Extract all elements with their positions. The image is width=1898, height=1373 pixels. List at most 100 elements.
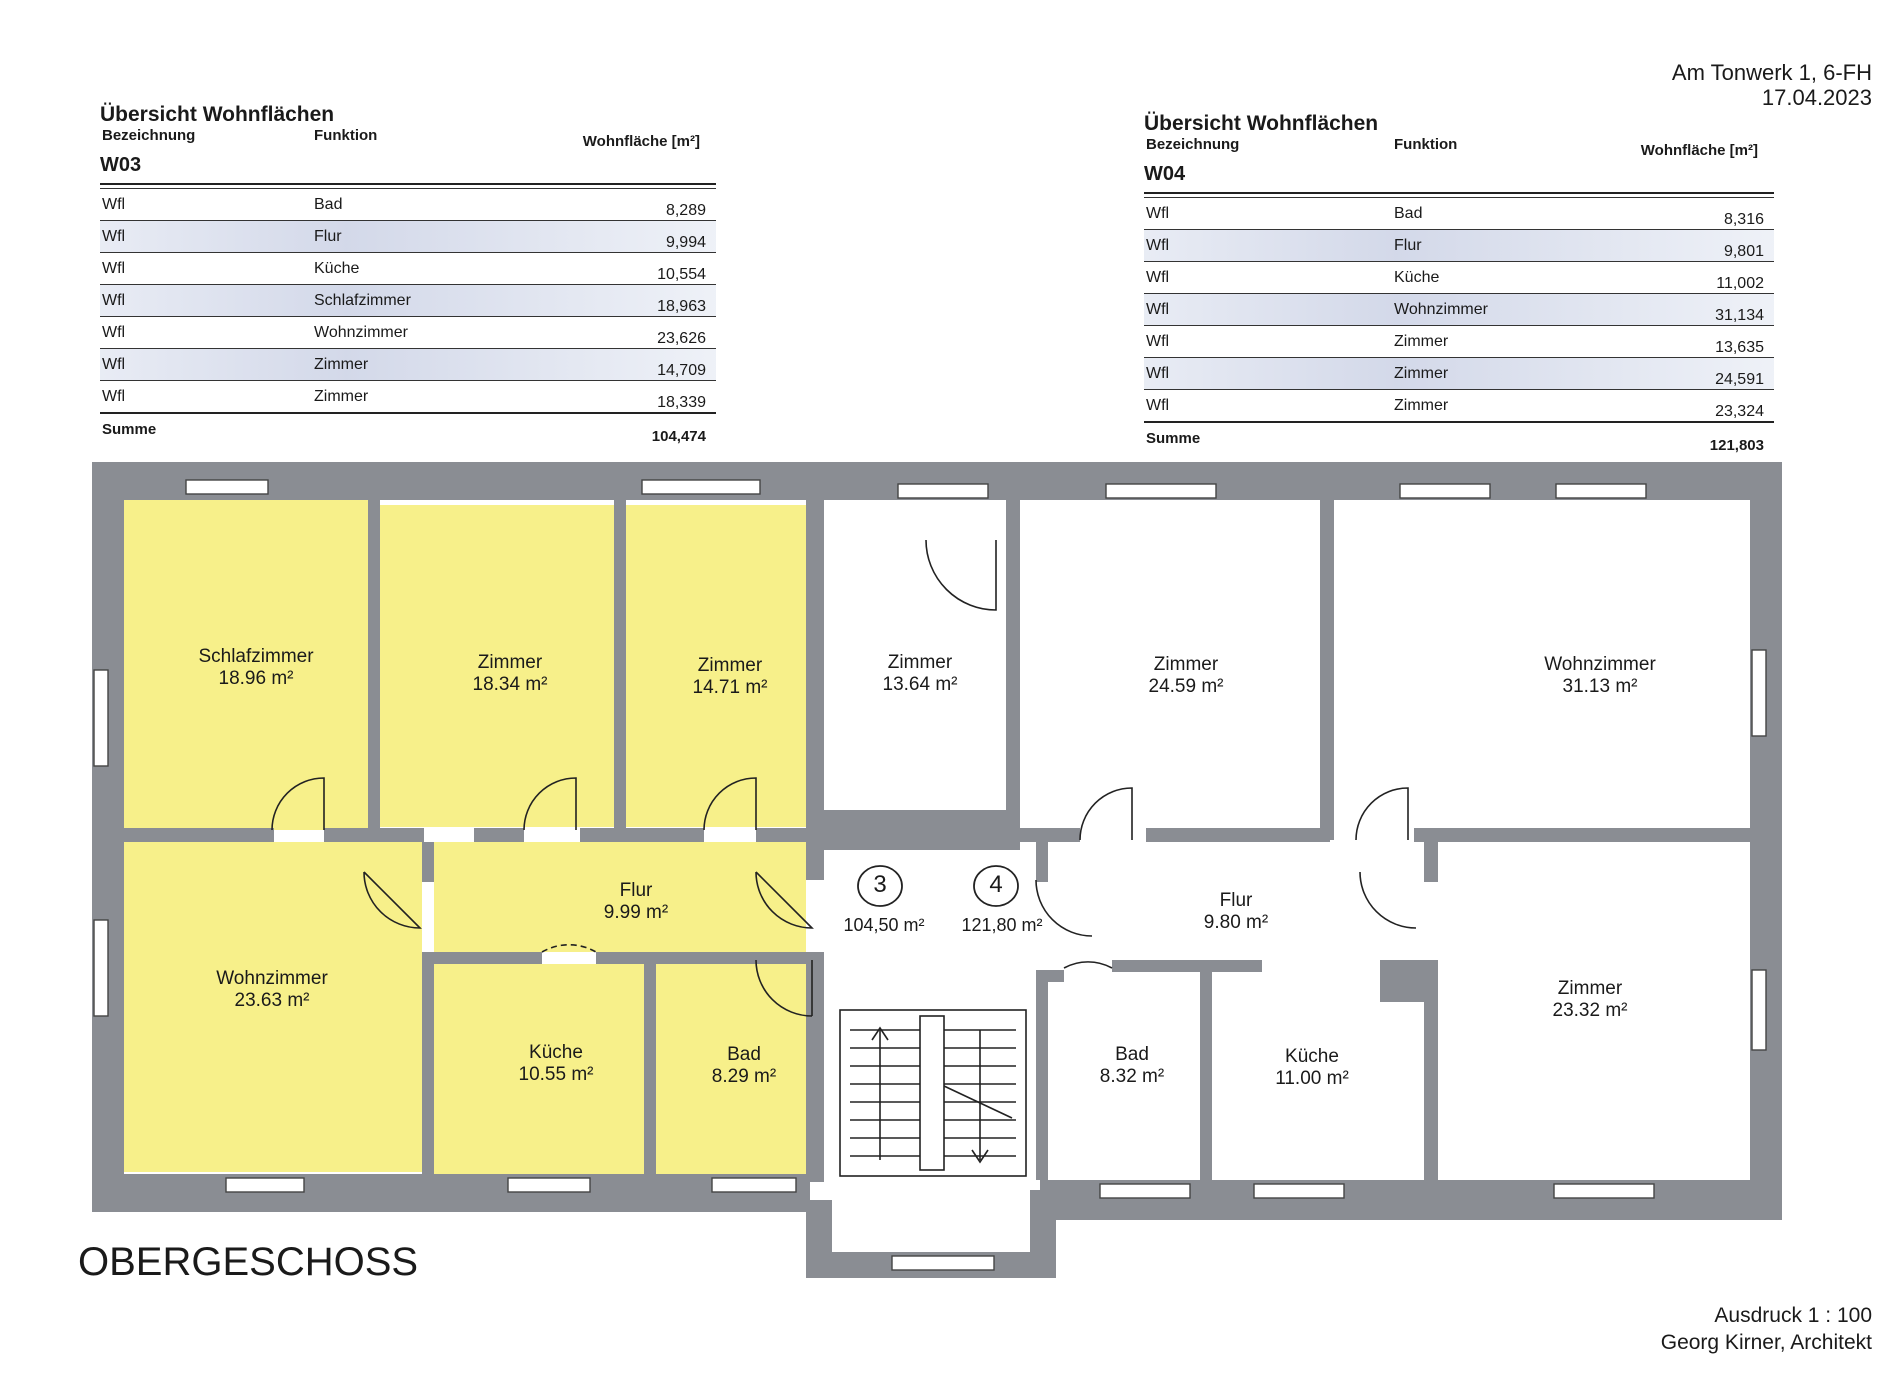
cell-flaeche: 8,316: [1723, 211, 1764, 228]
room-fill-zimmer-1: [380, 505, 614, 827]
interior-walls-w04: [824, 500, 1750, 1180]
cell-bez: Wfl: [102, 292, 126, 309]
cell-bez: Wfl: [1146, 269, 1170, 286]
unit-marker-number-4: 4: [989, 871, 1003, 898]
cell-bez: Wfl: [102, 356, 126, 373]
cell-funktion: Bad: [1394, 205, 1423, 222]
col-header-bezeichnung: Bezeichnung: [102, 127, 196, 144]
cell-funktion: Küche: [1394, 269, 1440, 286]
cell-bez: Wfl: [102, 196, 126, 213]
cell-funktion: Zimmer: [314, 356, 369, 373]
table-row: Wfl Küche 11,002: [1144, 261, 1774, 294]
cell-bez: Wfl: [1146, 205, 1170, 222]
w03-highlight: [124, 500, 806, 1174]
cell-flaeche: 14,709: [657, 362, 706, 379]
col-header-funktion: Funktion: [314, 127, 378, 144]
cell-funktion: Zimmer: [314, 388, 369, 405]
cell-flaeche: 9,994: [665, 234, 706, 251]
cell-bez: Wfl: [102, 324, 126, 341]
interior-walls-w03: [124, 500, 824, 1182]
table-row: Wfl Zimmer 18,339: [100, 380, 716, 413]
col-header-flaeche: Wohnfläche [m²]: [582, 133, 700, 150]
date: 17.04.2023: [1761, 85, 1872, 110]
cell-funktion: Bad: [314, 196, 343, 213]
table-row: Wfl Bad 8,316: [1144, 197, 1774, 230]
cell-flaeche: 24,591: [1715, 371, 1764, 388]
table-row: Wfl Bad 8,289: [100, 188, 716, 221]
cell-flaeche: 8,289: [665, 202, 706, 219]
cell-flaeche: 11,002: [1716, 275, 1764, 292]
table-row: Wfl Wohnzimmer 31,134: [1144, 293, 1774, 326]
col-header-bezeichnung: Bezeichnung: [1146, 136, 1240, 153]
cell-bez: Wfl: [102, 228, 126, 245]
room-fill-kueche: [434, 964, 644, 1174]
unit-name: W04: [1144, 163, 1186, 185]
cell-bez: Wfl: [1146, 365, 1170, 382]
area-table-w04: Übersicht Wohnflächen Bezeichnung Funkti…: [1144, 112, 1774, 454]
table-row: Wfl Schlafzimmer 18,963: [100, 284, 716, 317]
cell-flaeche: 18,963: [657, 298, 706, 315]
room-fill-flur: [434, 842, 806, 952]
unit-marker-3: [857, 865, 903, 907]
windows: [93, 479, 1767, 1271]
outer-walls: [92, 462, 1782, 1278]
table-row: Wfl Zimmer 14,709: [100, 348, 716, 381]
cell-flaeche: 9,801: [1723, 243, 1764, 260]
cell-funktion: Schlafzimmer: [314, 292, 411, 309]
cell-flaeche: 23,324: [1715, 403, 1764, 420]
table-title: Übersicht Wohnflächen: [1144, 112, 1379, 135]
cell-flaeche: 13,635: [1715, 339, 1764, 356]
cell-funktion: Flur: [1394, 237, 1422, 254]
cell-funktion: Zimmer: [1394, 333, 1449, 350]
cell-funktion: Zimmer: [1394, 397, 1449, 414]
door-swings: [271, 539, 1417, 1017]
floor-name: OBERGESCHOSS: [78, 1240, 419, 1284]
col-header-flaeche: Wohnfläche [m²]: [1640, 142, 1758, 159]
table-row: Wfl Wohnzimmer 23,626: [100, 316, 716, 349]
unit-row: W04: [1144, 160, 1774, 194]
cell-funktion: Flur: [314, 228, 342, 245]
cell-funktion: Zimmer: [1394, 365, 1449, 382]
document-footer: Ausdruck 1 : 100 Georg Kirner, Architekt: [1661, 1302, 1872, 1356]
sum-value: 104,474: [651, 428, 706, 445]
unit-marker-4: [973, 865, 1019, 907]
table-sum-row: Summe 104,474: [100, 412, 716, 445]
print-scale: Ausdruck 1 : 100: [1714, 1304, 1872, 1327]
table-title: Übersicht Wohnflächen: [100, 103, 335, 126]
unit-marker-area-3: 104,50 m²: [843, 915, 925, 935]
cell-bez: Wfl: [1146, 333, 1170, 350]
table-row: Wfl Flur 9,801: [1144, 229, 1774, 262]
col-header-funktion: Funktion: [1394, 136, 1458, 153]
sum-value: 121,803: [1709, 437, 1764, 454]
cell-funktion: Wohnzimmer: [314, 324, 408, 341]
cell-funktion: Wohnzimmer: [1394, 301, 1488, 318]
document-header: Am Tonwerk 1, 6-FH 17.04.2023: [1672, 60, 1872, 110]
cell-bez: Wfl: [102, 388, 126, 405]
address: Am Tonwerk 1, 6-FH: [1671, 60, 1872, 85]
unit-row: W03: [100, 151, 716, 185]
table-sum-row: Summe 121,803: [1144, 421, 1774, 454]
cell-flaeche: 10,554: [657, 266, 706, 283]
cell-bez: Wfl: [1146, 237, 1170, 254]
room-fill-bad: [656, 964, 806, 1174]
cell-flaeche: 18,339: [657, 394, 706, 411]
table-row: Wfl Flur 9,994: [100, 220, 716, 253]
cell-funktion: Küche: [314, 260, 360, 277]
table-row: Wfl Zimmer 13,635: [1144, 325, 1774, 358]
architect-name: Georg Kirner, Architekt: [1660, 1331, 1872, 1354]
cell-flaeche: 31,134: [1715, 307, 1764, 324]
sum-label: Summe: [102, 421, 157, 438]
